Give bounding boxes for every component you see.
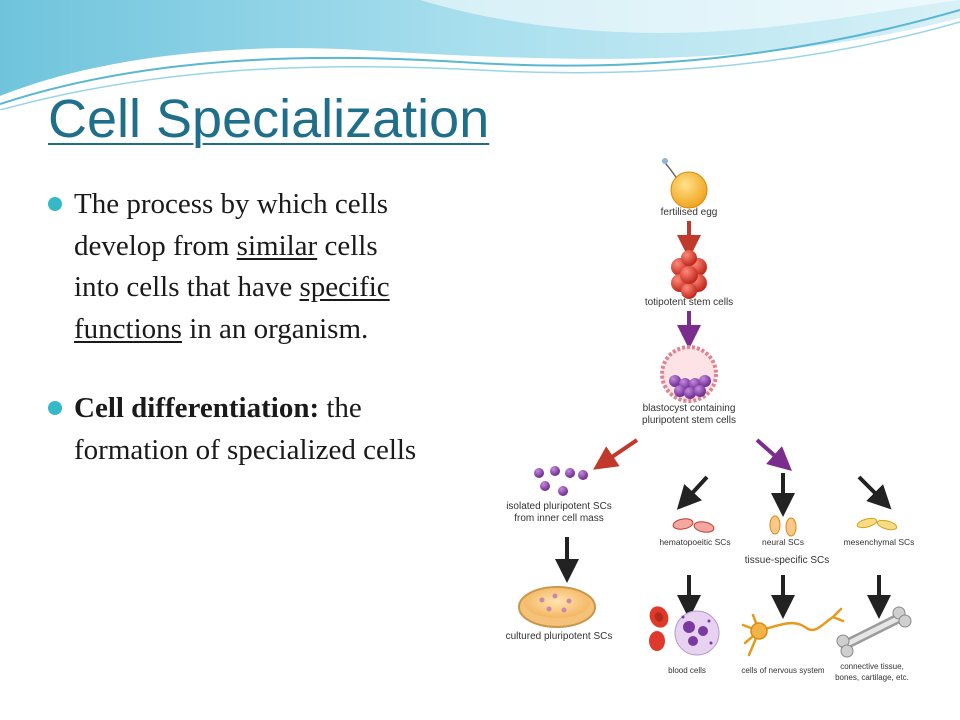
fertilised-egg-icon xyxy=(662,158,708,209)
hematopoeitic-stem-cells-icon xyxy=(672,518,715,533)
bullet-dot-icon xyxy=(48,401,62,415)
arrow-to-mesenchymal xyxy=(857,475,892,510)
isolated-pluripotent-cells-icon xyxy=(534,466,588,496)
bullet-text: cells into cells that have xyxy=(74,229,378,304)
label-isolated-line2: from inner cell mass xyxy=(514,513,603,524)
blood-cells-icon xyxy=(649,606,720,656)
bullet-text: The process by which cells develop from xyxy=(74,188,389,262)
header-wave-decoration xyxy=(0,0,960,110)
underlined-phrase-specific-functions: specific functions xyxy=(74,271,390,345)
neural-stem-cells-icon xyxy=(769,515,797,537)
stem-cell-differentiation-diagram: fertilised egg totipotent stem cells bla… xyxy=(506,158,915,682)
label-cultured-pluripotent: cultured pluripotent SCs xyxy=(506,631,613,642)
bone-tissue-icon xyxy=(836,606,912,658)
bullet-dot-icon xyxy=(48,197,62,211)
label-connective-line2: bones, cartilage, etc. xyxy=(835,673,909,682)
label-blood-cells: blood cells xyxy=(668,666,706,675)
label-nervous-system-cells: cells of nervous system xyxy=(741,666,824,675)
arrow-to-isolated-pluripotent xyxy=(593,438,639,470)
label-blastocyst-line2: pluripotent stem cells xyxy=(642,415,736,426)
bullet-list: The process by which cells develop from … xyxy=(48,184,418,471)
bullet-definition: The process by which cells develop from … xyxy=(48,184,418,350)
slide-title: Cell Specialization xyxy=(48,89,490,149)
bullet-cell-differentiation: Cell differentiation: the formation of s… xyxy=(48,388,418,471)
label-tissue-specific-scs: tissue-specific SCs xyxy=(745,555,829,566)
label-fertilised-egg: fertilised egg xyxy=(661,207,718,218)
arrow-to-tissue-specific xyxy=(755,438,792,471)
neuron-icon xyxy=(741,607,845,657)
totipotent-cell-cluster-icon xyxy=(671,250,707,299)
label-connective-line1: connective tissue, xyxy=(840,662,904,671)
label-isolated-line1: isolated pluripotent SCs xyxy=(506,501,612,512)
label-hematopoeitic-scs: hematopoeitic SCs xyxy=(659,537,730,547)
mesenchymal-stem-cells-icon xyxy=(856,517,898,531)
underlined-word-similar: similar xyxy=(236,229,318,262)
label-mesenchymal-scs: mesenchymal SCs xyxy=(844,537,915,547)
bold-term: Cell differentiation: xyxy=(74,392,320,424)
label-totipotent-stem-cells: totipotent stem cells xyxy=(645,297,733,308)
blastocyst-icon xyxy=(660,345,718,403)
bullet-text: the formation of specialized cells xyxy=(74,392,417,466)
label-blastocyst-line1: blastocyst containing xyxy=(643,403,736,414)
arrow-to-hematopoeitic xyxy=(676,475,709,510)
culture-dish-icon xyxy=(518,586,596,628)
label-neural-scs: neural SCs xyxy=(762,537,804,547)
bullet-text: in an organism. xyxy=(181,312,369,345)
